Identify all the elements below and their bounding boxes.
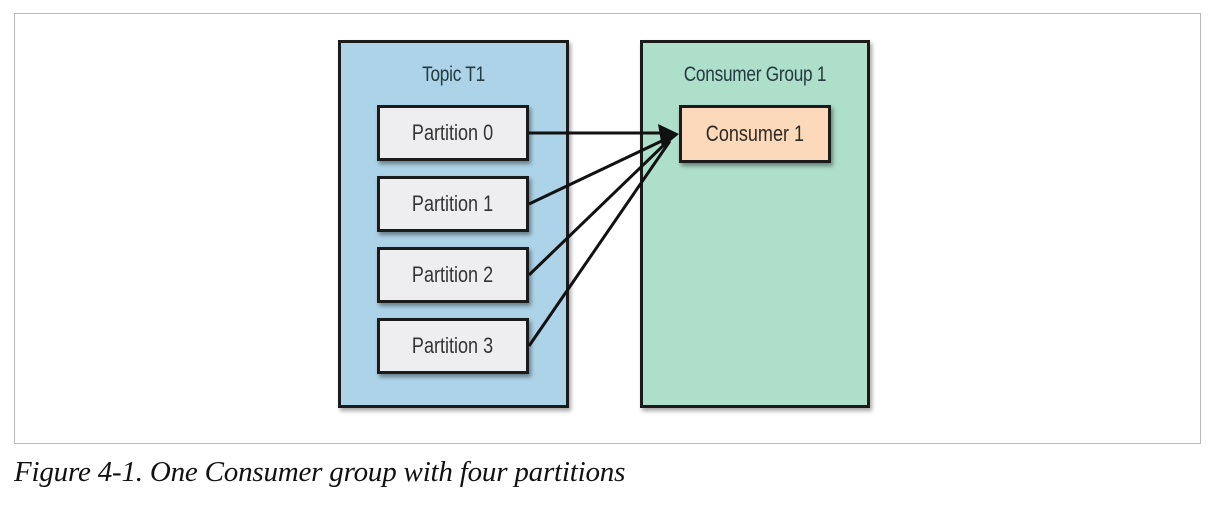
consumer-group-box: Consumer Group 1 xyxy=(640,40,870,408)
partition-3: Partition 3 xyxy=(377,318,529,374)
consumer-1: Consumer 1 xyxy=(679,105,831,163)
partition-label: Partition 3 xyxy=(412,333,494,358)
topic-title: Topic T1 xyxy=(422,63,485,86)
figure-frame xyxy=(14,13,1201,444)
partition-label: Partition 0 xyxy=(412,120,494,145)
partition-label: Partition 2 xyxy=(412,262,494,287)
partition-0: Partition 0 xyxy=(377,105,529,161)
partition-label: Partition 1 xyxy=(412,191,494,216)
figure-caption: Figure 4-1. One Consumer group with four… xyxy=(14,456,626,488)
partition-1: Partition 1 xyxy=(377,176,529,232)
consumer-group-title: Consumer Group 1 xyxy=(683,63,827,86)
consumer-label: Consumer 1 xyxy=(705,121,805,146)
partition-2: Partition 2 xyxy=(377,247,529,303)
